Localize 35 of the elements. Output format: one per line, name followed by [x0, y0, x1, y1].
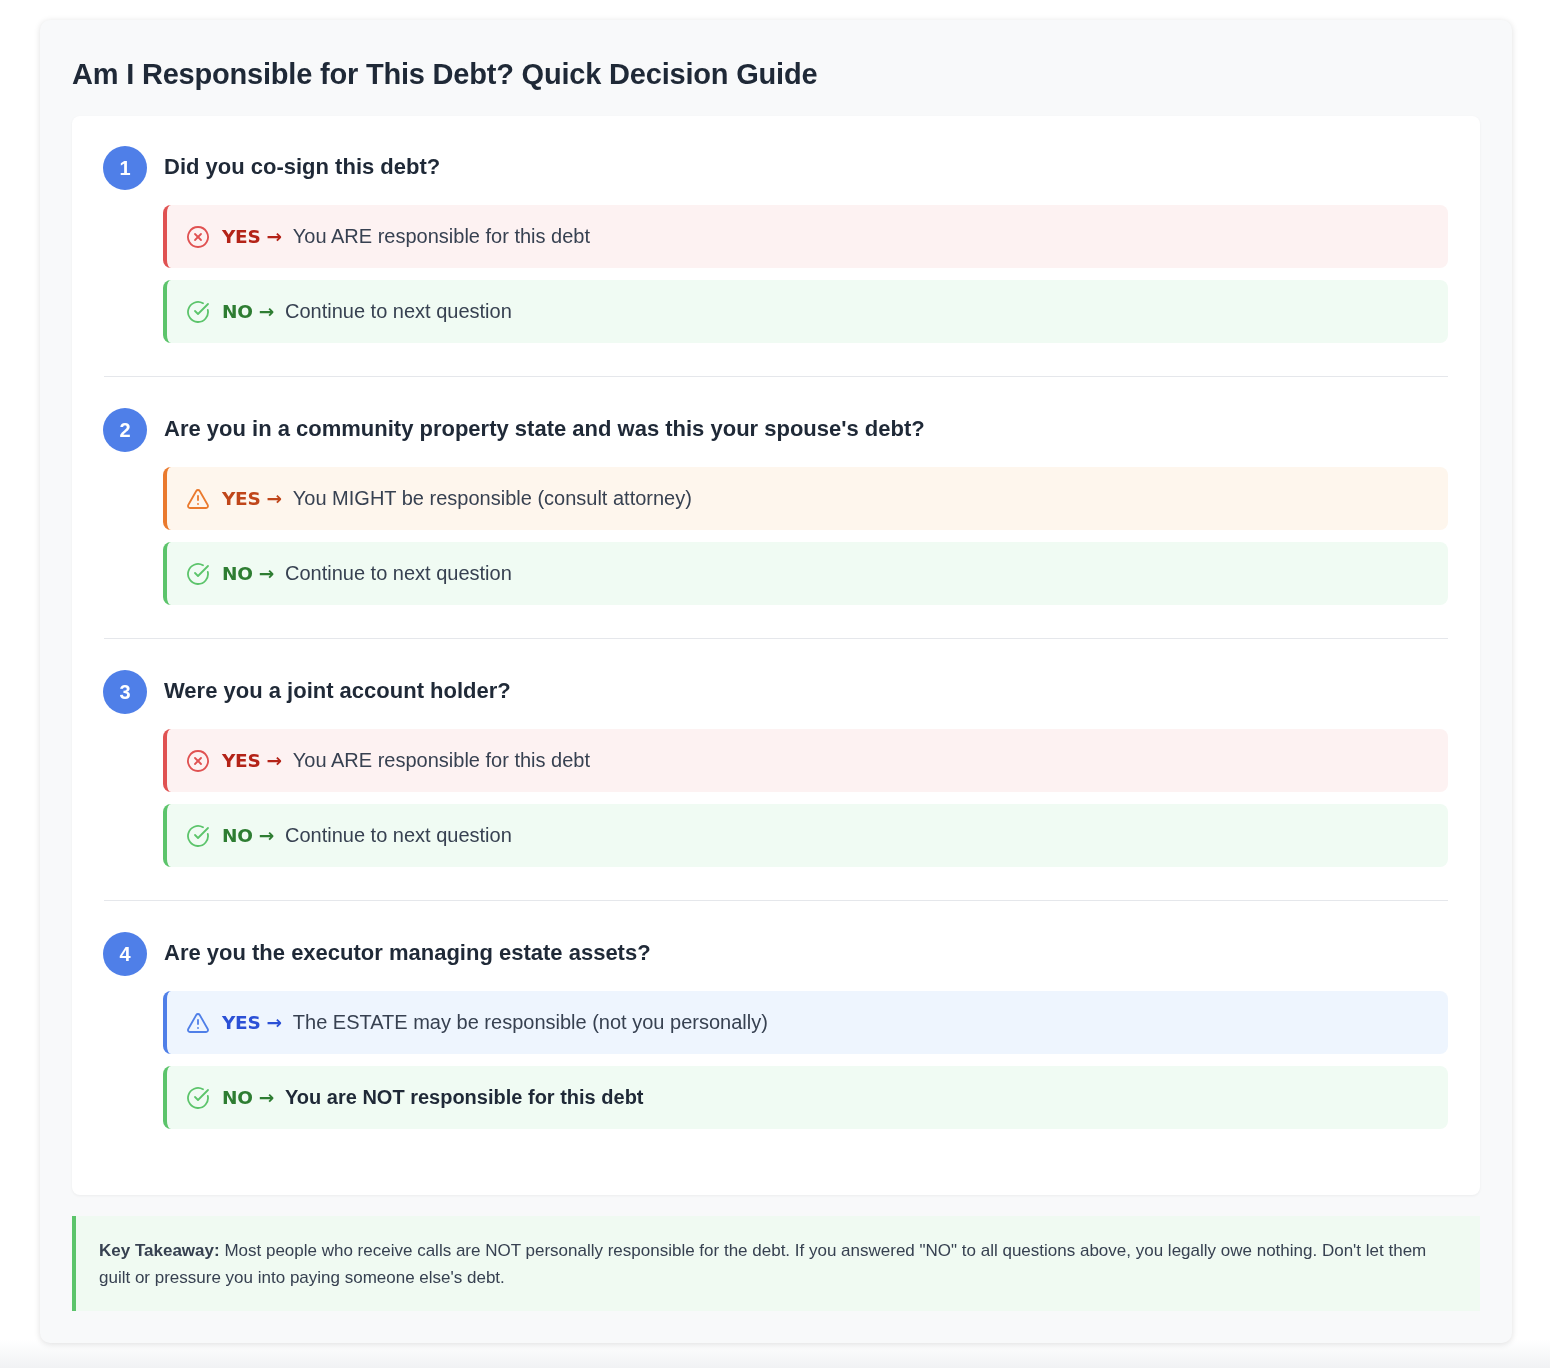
question-panel — [72, 116, 1480, 1195]
result-card — [163, 467, 1448, 530]
step-number: 4 — [103, 932, 147, 976]
result-card — [163, 729, 1448, 792]
result-card — [163, 205, 1448, 268]
step-number: 2 — [103, 408, 147, 452]
outcome-text: You ARE responsible for this debt — [292, 749, 591, 772]
question-text: Did you co-sign this debt? — [164, 153, 441, 181]
outcome-text: Continue to next question — [284, 824, 512, 847]
result-card — [163, 542, 1448, 605]
answer-label: YES → — [222, 750, 282, 771]
answer-label: NO → — [222, 563, 274, 584]
outcome-text: You are NOT responsible for this debt — [284, 1086, 644, 1109]
result-card — [163, 991, 1448, 1054]
takeaway-note: Key Takeaway: Most people who receive calls are NOT personally responsible for the debt. If you answered "NO" to all questions above, you legally owe nothing. Don't let them guilt or pressure you into paying someone else's debt. — [72, 1216, 1480, 1311]
result-card — [163, 1066, 1448, 1129]
result-card — [163, 804, 1448, 867]
outcome-text: The ESTATE may be responsible (not you personally) — [292, 1011, 768, 1034]
answer-label: YES → — [222, 1012, 282, 1033]
outcome-text: Continue to next question — [284, 300, 512, 323]
question-text: Are you the executor managing estate assets? — [164, 939, 651, 967]
outcome-text: Continue to next question — [284, 562, 512, 585]
question-text: Are you in a community property state and was this your spouse's debt? — [164, 415, 925, 443]
outcome-text: You MIGHT be responsible (consult attorney) — [292, 487, 692, 510]
step-number: 1 — [103, 146, 147, 190]
step-number: 3 — [103, 670, 147, 714]
question-text: Were you a joint account holder? — [164, 677, 511, 705]
answer-label: NO → — [222, 1087, 274, 1108]
answer-label: NO → — [222, 825, 274, 846]
result-card — [163, 280, 1448, 343]
answer-label: YES → — [222, 226, 282, 247]
page-title: Am I Responsible for This Debt? Quick Decision Guide — [72, 57, 818, 92]
outcome-text: You ARE responsible for this debt — [292, 225, 591, 248]
answer-label: YES → — [222, 488, 282, 509]
answer-label: NO → — [222, 301, 274, 322]
